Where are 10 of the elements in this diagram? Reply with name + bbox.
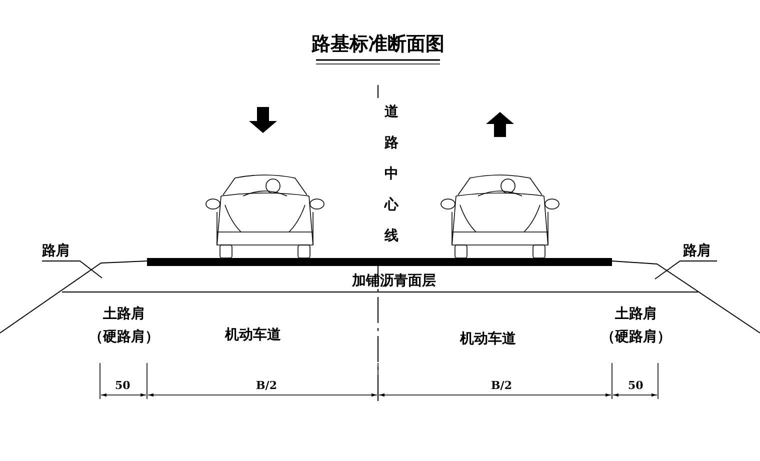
title: 路基标准断面图 [310, 33, 446, 55]
lane-label: 机动车道 [460, 331, 516, 347]
lane-label: 机动车道 [225, 327, 281, 343]
shoulder-type-label: 土路肩（硬路肩） [600, 304, 672, 347]
centerline-label: 道路中心线 [384, 103, 399, 246]
shoulder-label: 路肩 [42, 243, 70, 259]
leader-line [42, 260, 102, 278]
leader-line [654, 260, 718, 280]
shoulder-type-label: 土路肩（硬路肩） [88, 304, 160, 347]
shoulder-label: 路肩 [683, 243, 711, 259]
